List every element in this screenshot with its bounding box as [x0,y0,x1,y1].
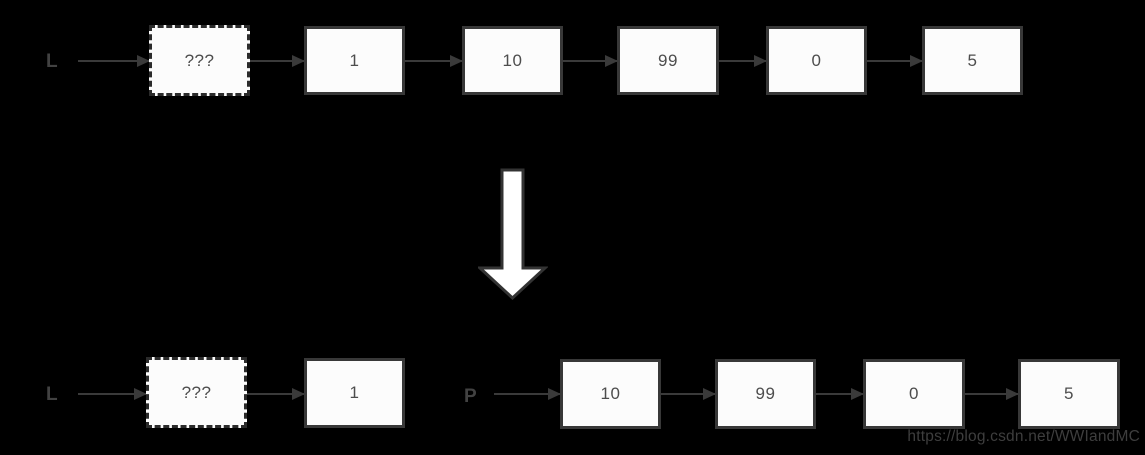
node-value: 0 [811,50,822,70]
list-node: 5 [922,26,1023,95]
node-value: 10 [600,384,621,403]
node-value: 0 [909,384,919,403]
node-value: 99 [658,50,678,70]
arrow-connector [719,55,767,67]
pointer-label-result-l: L [46,384,58,405]
node-value: ??? [181,382,212,402]
node-value: 10 [502,50,523,70]
list-node: 1 [304,358,405,428]
arrow-connector [247,388,305,400]
node-value: 5 [1064,384,1074,403]
node-value: 99 [755,384,776,403]
list-node: 10 [462,26,563,95]
arrow-connector [405,55,463,67]
list-node-head-placeholder: ??? [146,357,247,428]
arrow-connector [816,388,864,400]
arrow-result-p-pointer [494,388,561,400]
arrow-connector [965,388,1019,400]
node-value: 1 [349,50,360,70]
pointer-label-initial: L [46,51,58,72]
arrow-connector [661,388,716,400]
node-value: 5 [967,50,978,70]
list-node: 99 [715,359,816,429]
list-node-head-placeholder: ??? [149,25,250,96]
list-node: 5 [1018,359,1120,429]
arrow-result-l-pointer [78,388,147,400]
arrow-connector [563,55,618,67]
pointer-label-result-p: P [464,386,477,407]
list-node: 0 [766,26,867,95]
watermark: https://blog.csdn.net/WWIandMC [907,428,1140,445]
arrow-connector [867,55,923,67]
big-down-arrow-icon [478,168,548,301]
node-value: ??? [184,50,215,70]
node-value: 1 [349,383,360,402]
list-node: 99 [617,26,719,95]
arrow-initial-pointer [78,55,150,67]
arrow-connector [250,55,305,67]
list-node: 0 [863,359,965,429]
list-node: 1 [304,26,405,95]
list-node: 10 [560,359,661,429]
